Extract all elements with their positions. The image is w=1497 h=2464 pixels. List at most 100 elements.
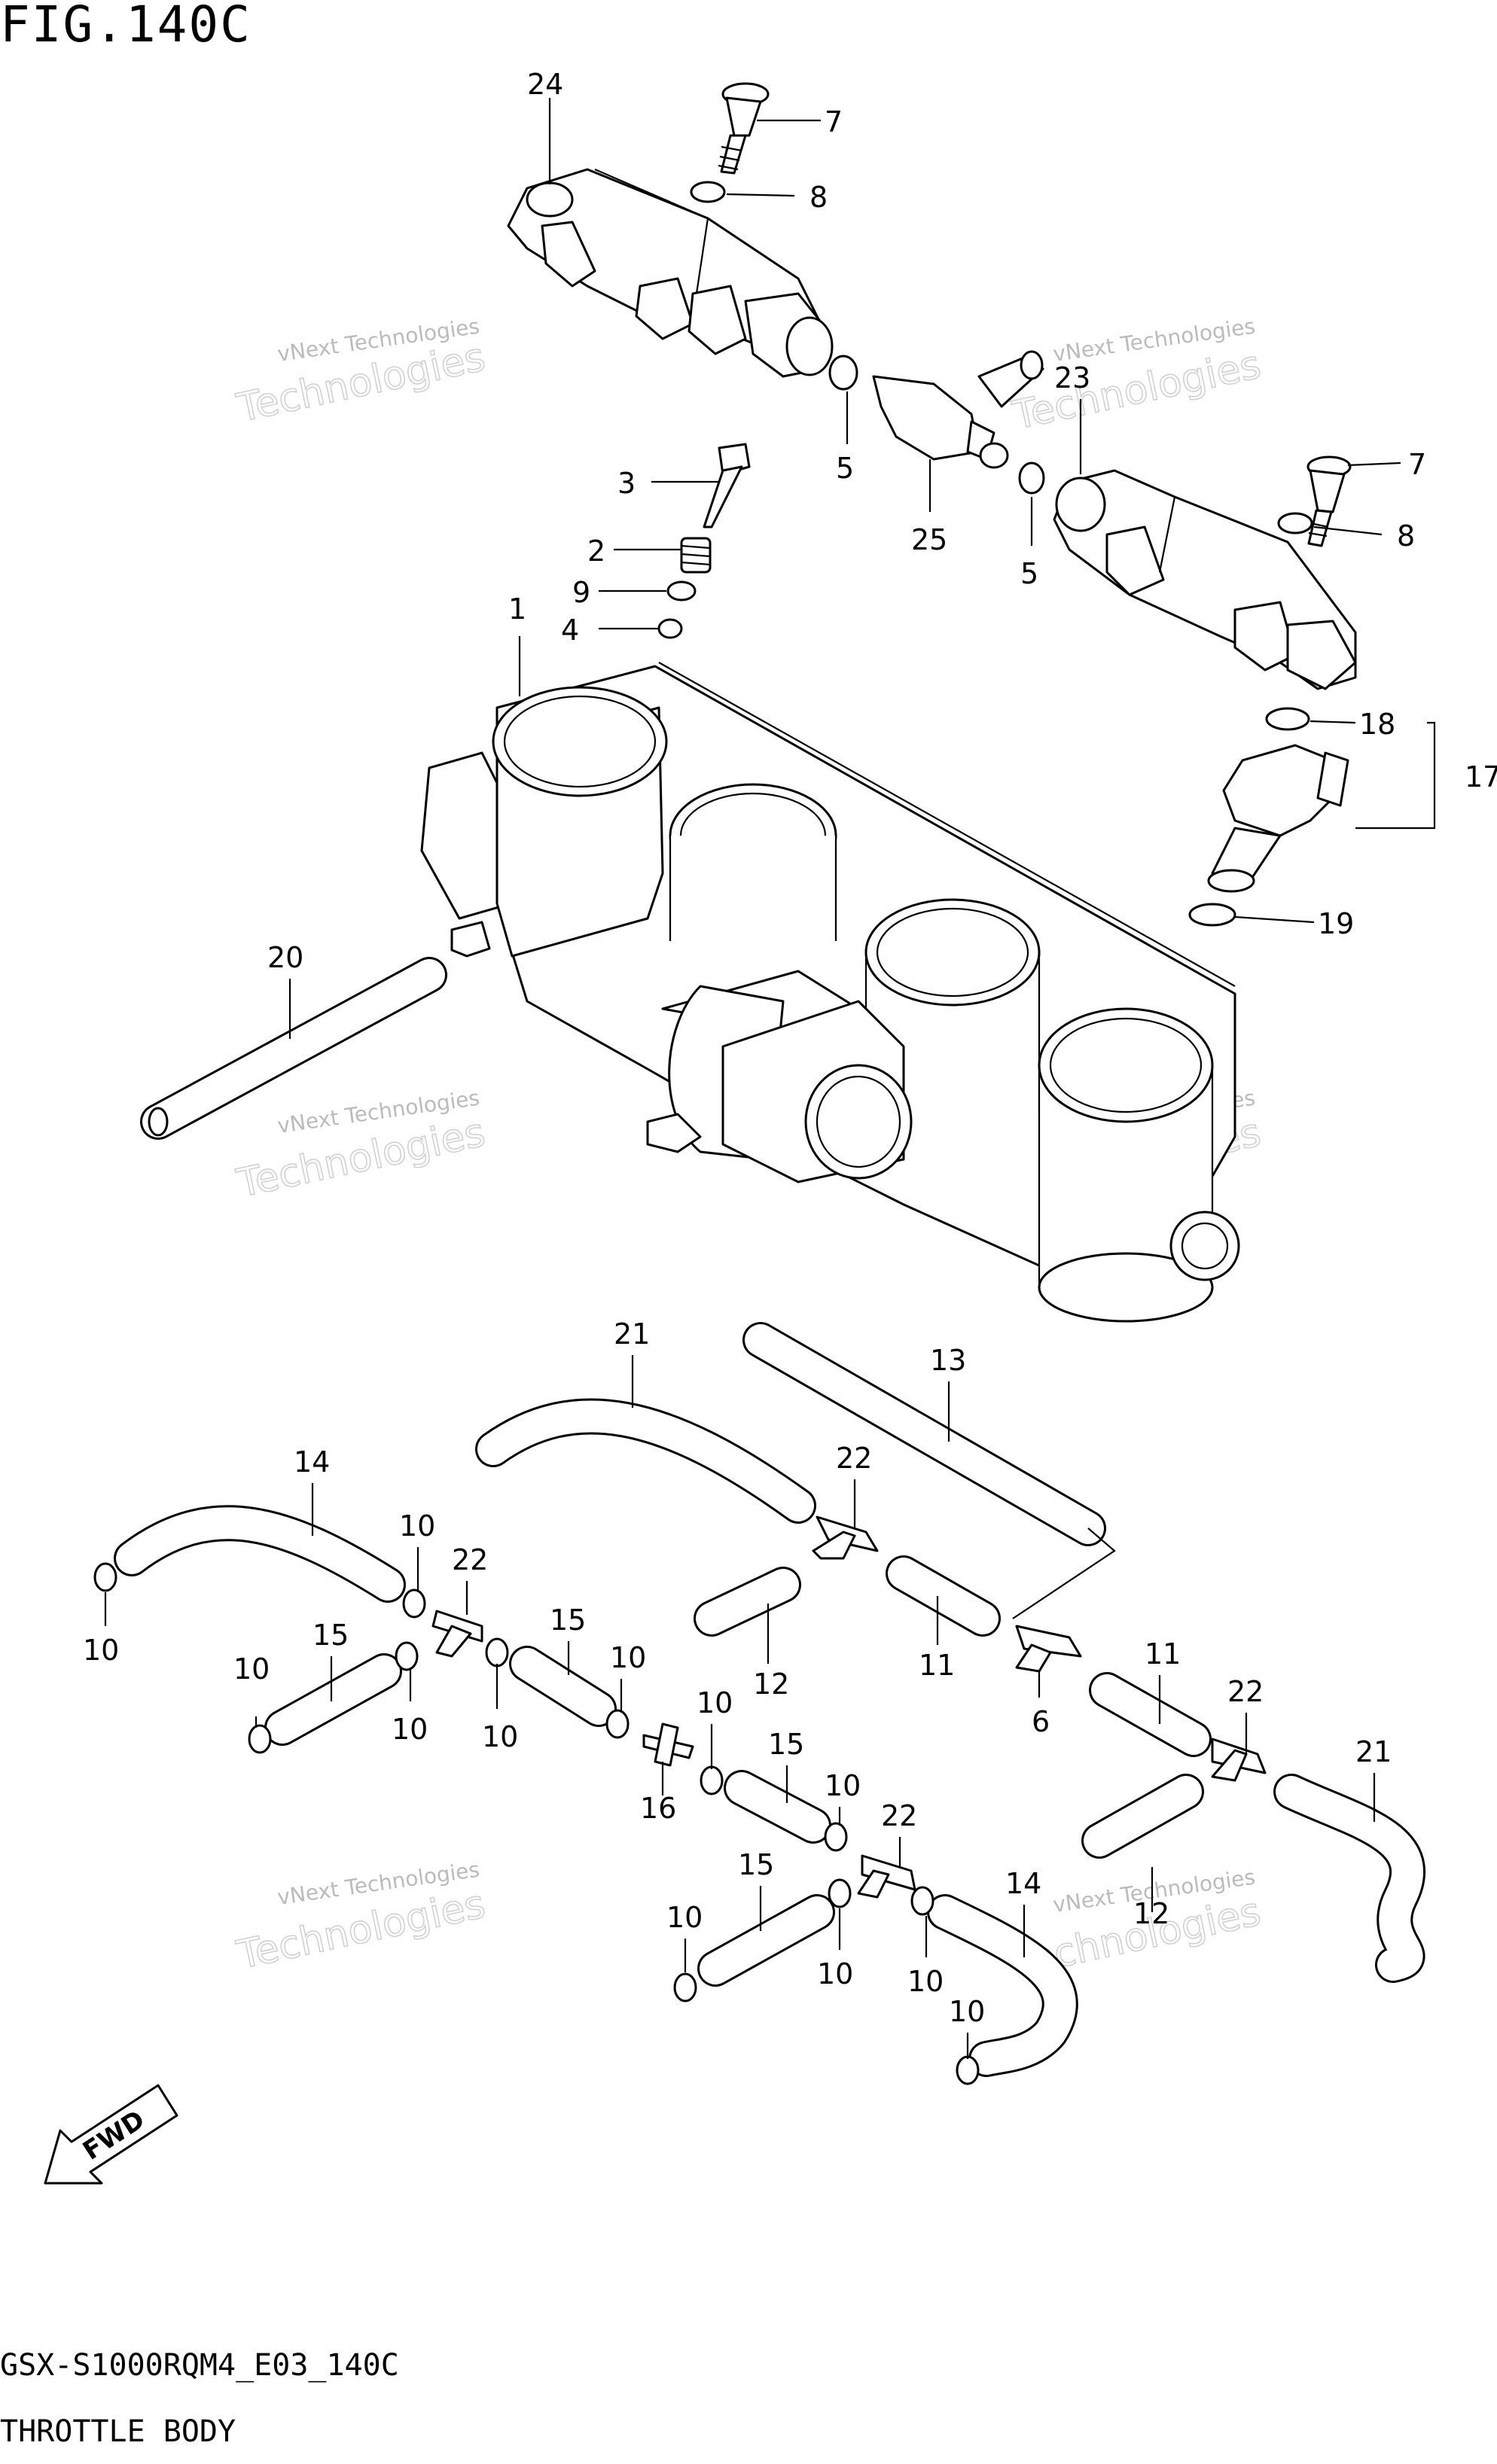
callout-10: 10: [83, 1634, 119, 1667]
clamp-10: [605, 1709, 630, 1739]
callout-10: 10: [610, 1641, 646, 1674]
hose-12-upper: [694, 1567, 801, 1637]
callout-10: 10: [817, 1957, 853, 1990]
joint-6: [1015, 1625, 1082, 1673]
callout-8: 8: [1397, 519, 1415, 553]
callout-10: 10: [666, 1901, 703, 1934]
callout-25: 25: [911, 523, 947, 556]
callout-10: 10: [482, 1720, 518, 1753]
callout-14: 14: [1005, 1867, 1041, 1900]
callout-17: 17: [1465, 760, 1497, 793]
callout-9: 9: [572, 576, 590, 609]
joint-22-left: [431, 1610, 483, 1658]
hose-12-lower: [1081, 1774, 1204, 1859]
fwd-arrow-icon: FWD: [44, 2084, 178, 2185]
hose-14-left: [114, 1505, 406, 1603]
callout-15: 15: [550, 1604, 586, 1637]
washer-8-lower: [1277, 512, 1313, 535]
hose-21-upper: [475, 1398, 816, 1524]
clamp-10: [93, 1562, 117, 1592]
throttle-body-1: [420, 662, 1240, 1323]
callout-2: 2: [587, 535, 605, 568]
o-ring-4: [657, 618, 683, 639]
callout-10: 10: [399, 1509, 435, 1543]
callout-12: 12: [753, 1668, 789, 1701]
hose-15-b: [509, 1646, 617, 1727]
callout-12: 12: [1133, 1897, 1169, 1930]
bolt-7-lower: [1306, 455, 1352, 547]
callout-15: 15: [313, 1619, 349, 1652]
fuel-rail-lower: [1053, 469, 1357, 690]
clamp-10: [956, 2055, 980, 2085]
callout-16: 16: [640, 1792, 676, 1825]
hose-11-lower: [1089, 1672, 1212, 1757]
callout-20: 20: [267, 941, 303, 974]
hose-14-right: [927, 1894, 1078, 2077]
washer-8-upper: [690, 181, 726, 203]
o-ring-5-right: [1018, 461, 1045, 495]
callout-10: 10: [907, 1965, 944, 1998]
callout-15: 15: [738, 1848, 774, 1881]
hose-20: [140, 957, 447, 1140]
callout-11: 11: [919, 1649, 955, 1682]
callout-22: 22: [1227, 1675, 1264, 1708]
joint-22-right: [1211, 1738, 1267, 1782]
callout-15: 15: [768, 1728, 804, 1761]
figure-name: THROTTLE BODY: [0, 2414, 236, 2449]
callout-14: 14: [294, 1445, 330, 1479]
hose-13: [742, 1322, 1106, 1546]
clamp-10: [700, 1765, 724, 1795]
washer-9: [666, 580, 697, 602]
callout-3: 3: [617, 467, 636, 500]
callout-19: 19: [1318, 907, 1354, 940]
callout-23: 23: [1054, 361, 1090, 394]
callout-6: 6: [1032, 1705, 1050, 1738]
callout-10: 10: [949, 1995, 985, 2028]
callout-10: 10: [697, 1686, 733, 1719]
hose-15-c: [724, 1770, 831, 1844]
callout-5: 5: [1020, 557, 1038, 590]
hose-15-a: [264, 1653, 402, 1746]
watermark-outline: Technologies: [1008, 343, 1264, 439]
bracket-17: [1355, 721, 1436, 830]
callout-7: 7: [1408, 448, 1426, 481]
clamp-group: [93, 1562, 980, 2085]
joint-22-upper: [812, 1515, 879, 1560]
callout-21: 21: [614, 1317, 650, 1351]
clamp-10: [485, 1637, 509, 1668]
callout-8: 8: [809, 181, 828, 214]
callout-labels: 24 7 8 23 7 8 3 2 9 4 1 5 25 5 18 17 19 …: [83, 68, 1497, 2028]
bolt-7-upper: [718, 82, 770, 175]
clamp-10: [395, 1641, 419, 1671]
callout-1: 1: [508, 592, 526, 626]
hose-15-d: [697, 1894, 835, 1987]
joint-25: [872, 350, 1044, 469]
leader-lines: [104, 98, 1401, 2059]
hose-11-upper: [886, 1555, 1001, 1637]
callout-18: 18: [1359, 708, 1395, 741]
callout-10: 10: [392, 1713, 428, 1746]
callout-22: 22: [452, 1543, 488, 1576]
o-ring-5-left: [828, 355, 858, 391]
callout-7: 7: [825, 105, 843, 139]
callout-5: 5: [836, 452, 854, 485]
figure-code: GSX-S1000RQM4_E03_140C: [0, 2348, 399, 2383]
clamp-10: [402, 1588, 426, 1619]
callout-22: 22: [836, 1442, 872, 1475]
leader-13-6: [1012, 1527, 1116, 1619]
clamp-10: [828, 1878, 852, 1908]
spring-2: [680, 537, 712, 574]
callout-24: 24: [527, 68, 563, 101]
clamp-10: [910, 1886, 934, 1916]
screw-3: [703, 443, 751, 528]
clamp-10: [824, 1822, 848, 1852]
callout-13: 13: [930, 1344, 966, 1377]
callout-4: 4: [561, 614, 579, 647]
callout-10: 10: [825, 1769, 861, 1802]
joint-22-lower: [857, 1854, 916, 1899]
figure-title: FIG.140C: [0, 0, 252, 53]
callout-21: 21: [1355, 1735, 1392, 1768]
callout-22: 22: [881, 1799, 917, 1832]
callout-10: 10: [233, 1652, 270, 1686]
